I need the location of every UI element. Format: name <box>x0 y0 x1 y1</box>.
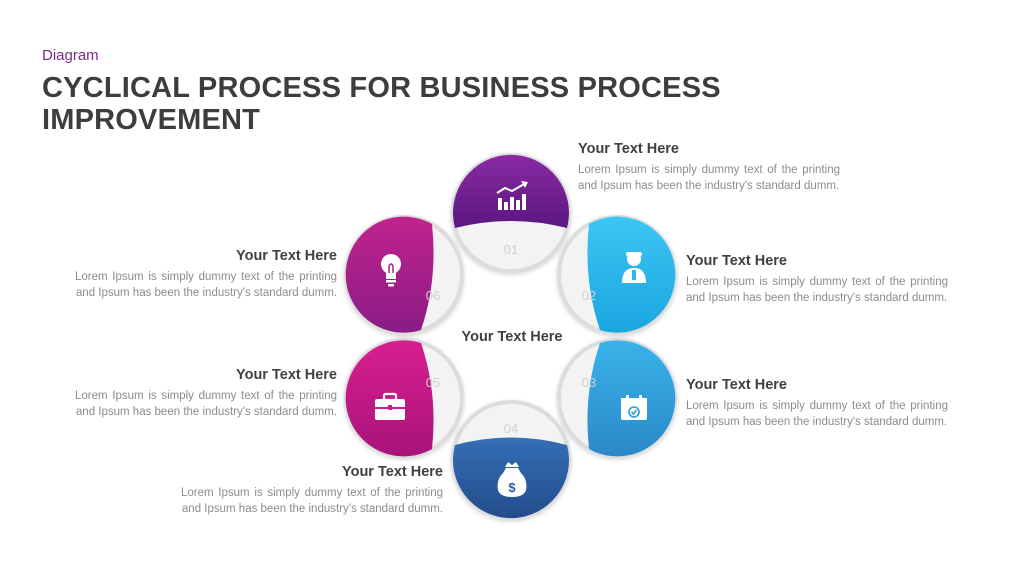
step-03-text: Your Text Here Lorem Ipsum is simply dum… <box>686 377 948 430</box>
chart-icon <box>496 181 528 210</box>
step-03-heading: Your Text Here <box>686 377 787 393</box>
step-06-number: 06 <box>426 288 440 303</box>
lightbulb-icon <box>381 254 401 287</box>
step-05-heading: Your Text Here <box>236 367 337 383</box>
step-02: 02 <box>557 215 677 335</box>
step-02-text: Your Text Here Lorem Ipsum is simply dum… <box>686 253 948 306</box>
step-05-text: Your Text Here Lorem Ipsum is simply dum… <box>75 367 337 420</box>
step-02-number: 02 <box>582 288 596 303</box>
svg-text:$: $ <box>508 480 516 495</box>
step-06-heading: Your Text Here <box>236 248 337 264</box>
step-04-text: Your Text Here Lorem Ipsum is simply dum… <box>181 464 443 517</box>
step-04-heading: Your Text Here <box>342 464 443 480</box>
step-03-number: 03 <box>582 375 596 390</box>
diagram-kicker: Diagram <box>42 47 99 64</box>
page-title: CYCLICAL PROCESS FOR BUSINESS PROCESS IM… <box>42 72 721 136</box>
step-03: 03 <box>557 338 677 458</box>
step-02-body: Lorem Ipsum is simply dummy text of the … <box>686 276 948 304</box>
step-01-number: 01 <box>504 242 518 257</box>
step-04-body: Lorem Ipsum is simply dummy text of the … <box>181 487 443 515</box>
step-06: 06 <box>344 215 464 335</box>
step-05-body: Lorem Ipsum is simply dummy text of the … <box>75 390 337 418</box>
step-05: 05 <box>344 338 464 458</box>
step-04: 04 $ <box>451 400 571 520</box>
money-bag-icon: $ <box>497 462 527 497</box>
user-icon <box>622 252 646 283</box>
step-01: 01 <box>451 153 571 273</box>
step-03-body: Lorem Ipsum is simply dummy text of the … <box>686 400 948 428</box>
calendar-icon <box>621 395 647 420</box>
step-01-heading: Your Text Here <box>578 141 679 157</box>
step-06-body: Lorem Ipsum is simply dummy text of the … <box>75 271 337 299</box>
step-01-text: Your Text Here Lorem Ipsum is simply dum… <box>578 141 840 194</box>
step-05-number: 05 <box>426 375 440 390</box>
step-06-text: Your Text Here Lorem Ipsum is simply dum… <box>75 248 337 301</box>
step-02-heading: Your Text Here <box>686 253 787 269</box>
center-label: Your Text Here <box>461 329 563 345</box>
briefcase-icon <box>375 392 405 420</box>
step-01-body: Lorem Ipsum is simply dummy text of the … <box>578 164 840 192</box>
step-05-segment <box>345 340 434 457</box>
step-04-number: 04 <box>504 421 518 436</box>
